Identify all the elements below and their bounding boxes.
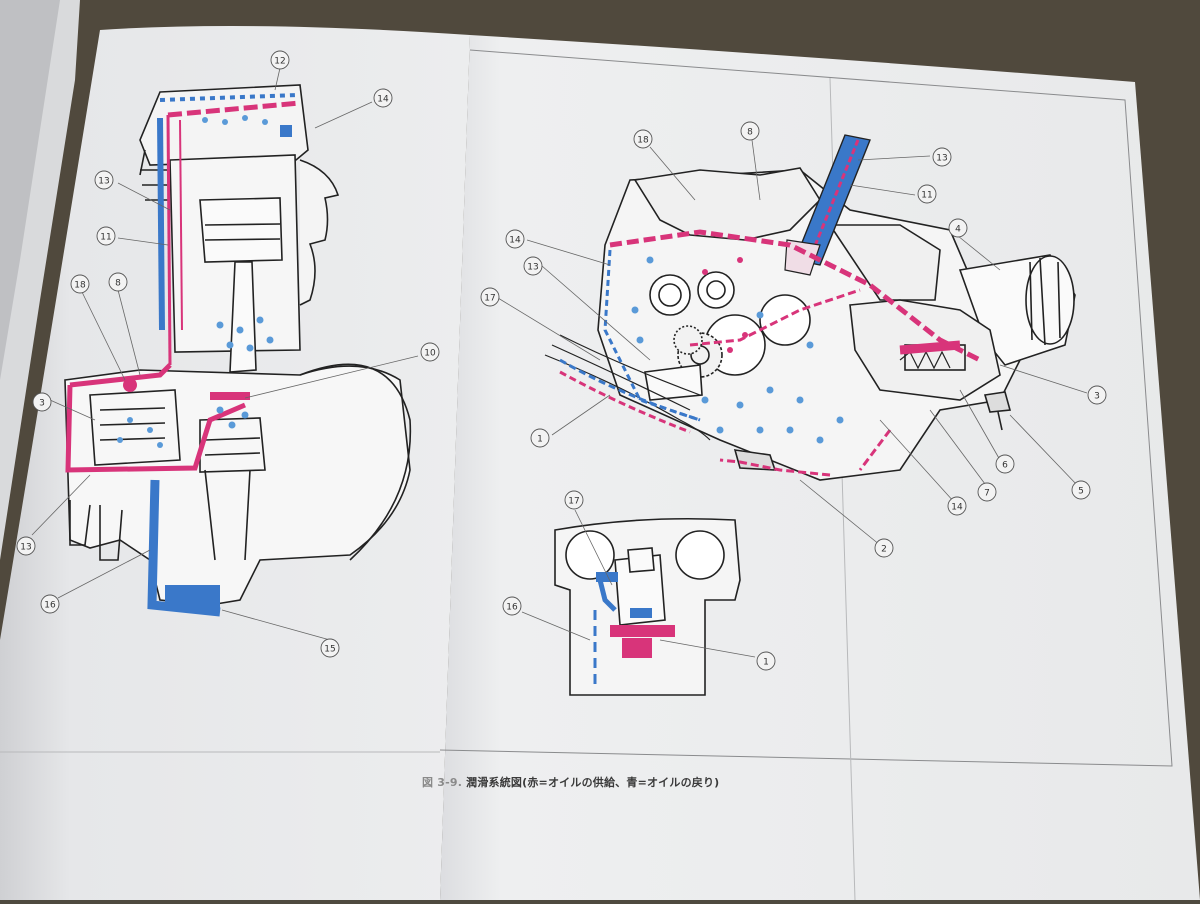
inset-oil-flow bbox=[593, 572, 675, 690]
callout-number: 3 bbox=[39, 399, 45, 409]
callout-number: 3 bbox=[1094, 392, 1100, 402]
callout-number: 8 bbox=[747, 128, 753, 138]
callout-circle bbox=[633, 129, 653, 149]
callout-number: 6 bbox=[1002, 461, 1008, 471]
callout-circle bbox=[932, 147, 952, 167]
right-oil-flow bbox=[559, 229, 982, 477]
callout-number: 16 bbox=[44, 601, 56, 611]
callout-number: 8 bbox=[115, 279, 121, 289]
callout-number: 18 bbox=[637, 136, 649, 146]
page-frame bbox=[439, 49, 1173, 767]
callout-circle bbox=[373, 88, 393, 108]
callout-number: 11 bbox=[921, 191, 932, 201]
callout-number: 13 bbox=[98, 177, 109, 187]
callout-circle bbox=[270, 50, 290, 70]
figure-number: 図 3-9. bbox=[422, 776, 463, 789]
callout-circle bbox=[740, 121, 760, 141]
callout-number: 13 bbox=[20, 543, 31, 553]
callout-circle bbox=[502, 596, 522, 616]
callout-circle bbox=[70, 274, 90, 294]
callout-circle bbox=[16, 536, 36, 556]
callout-circle bbox=[948, 218, 968, 238]
callout-number: 7 bbox=[984, 489, 990, 499]
callout-number: 5 bbox=[1078, 487, 1084, 497]
callout-number: 16 bbox=[506, 603, 518, 613]
callout-number: 14 bbox=[951, 503, 963, 513]
callout-circle bbox=[480, 287, 500, 307]
callout-circle bbox=[977, 482, 997, 502]
callout-circle bbox=[94, 170, 114, 190]
callout-circle bbox=[32, 392, 52, 412]
callout-circle bbox=[1071, 480, 1091, 500]
callout-circle bbox=[530, 428, 550, 448]
callout-number: 1 bbox=[537, 435, 543, 445]
left-oil-flow bbox=[65, 93, 301, 617]
callout-circle bbox=[40, 594, 60, 614]
callout-circle bbox=[947, 496, 967, 516]
callout-number: 4 bbox=[955, 225, 961, 235]
callout-number: 2 bbox=[881, 545, 887, 555]
callout-circle bbox=[1087, 385, 1107, 405]
callout-circle bbox=[505, 229, 525, 249]
callout-number: 13 bbox=[527, 263, 538, 273]
callout-number: 17 bbox=[568, 497, 579, 507]
callout-circle bbox=[320, 638, 340, 658]
inset-callouts bbox=[521, 509, 756, 658]
callout-circle bbox=[995, 454, 1015, 474]
callout-number: 1 bbox=[763, 658, 769, 668]
callout-number: 14 bbox=[509, 236, 521, 246]
callout-circle bbox=[917, 184, 937, 204]
callout-number: 11 bbox=[100, 233, 111, 243]
callout-number: 17 bbox=[484, 294, 495, 304]
callout-number: 10 bbox=[424, 349, 436, 359]
callout-circle bbox=[874, 538, 894, 558]
oil-tube bbox=[784, 134, 871, 276]
right-callouts bbox=[497, 139, 1088, 546]
callout-circle bbox=[96, 226, 116, 246]
figure-caption-text: 潤滑系統図(赤=オイルの供給、青=オイルの戻り) bbox=[466, 776, 720, 789]
callout-circle bbox=[523, 256, 543, 276]
callout-number: 12 bbox=[274, 57, 285, 67]
callout-circle bbox=[108, 272, 128, 292]
callout-number: 18 bbox=[74, 281, 86, 291]
callout-circle bbox=[756, 651, 776, 671]
callout-number: 14 bbox=[377, 95, 389, 105]
figure-caption: 図 3-9. 潤滑系統図(赤=オイルの供給、青=オイルの戻り) bbox=[422, 774, 719, 790]
callout-circle bbox=[420, 342, 440, 362]
callout-circle bbox=[564, 490, 584, 510]
left-callouts bbox=[31, 67, 419, 641]
callout-number: 15 bbox=[324, 645, 335, 655]
callout-number: 13 bbox=[936, 154, 947, 164]
